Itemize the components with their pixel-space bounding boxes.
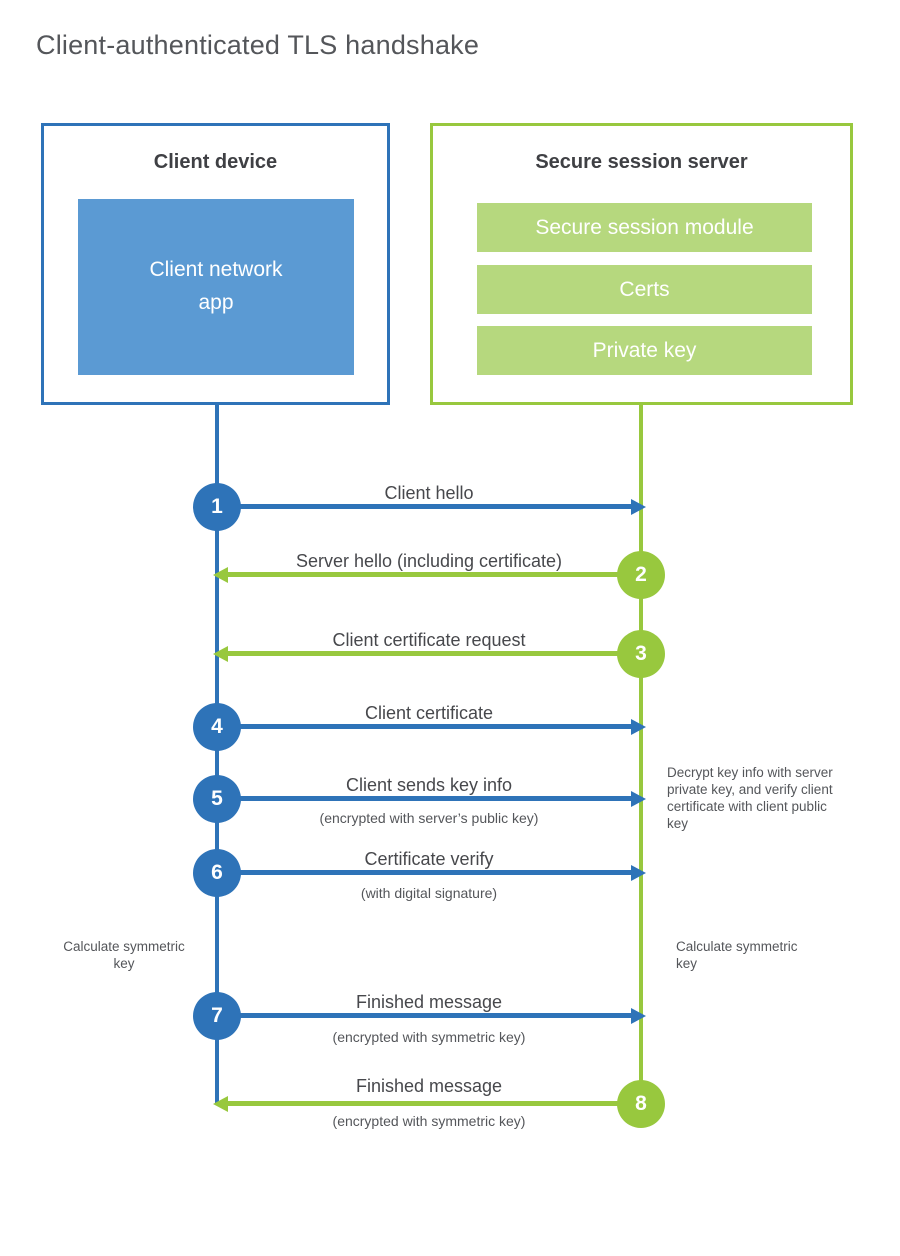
client-lifeline bbox=[215, 405, 219, 1103]
step-5-arrow bbox=[217, 796, 633, 801]
calculate-symmetric-key-client-note: Calculate symmetric key bbox=[63, 939, 185, 971]
step-8-label: Finished message bbox=[355, 1076, 503, 1096]
step-4-arrowhead-icon bbox=[631, 719, 646, 735]
secure-session-server-title: Secure session server bbox=[535, 151, 748, 173]
step-5-arrowhead-icon bbox=[631, 791, 646, 807]
step-3-label: Client certificate request bbox=[332, 630, 526, 650]
step-8-sublabel: (encrypted with symmetric key) bbox=[332, 1113, 526, 1129]
step-6-arrowhead-icon bbox=[631, 865, 646, 881]
step-7-circle: 7 bbox=[193, 992, 241, 1040]
step-1-circle: 1 bbox=[193, 483, 241, 531]
private-key-bar: Private key bbox=[477, 326, 812, 375]
step-2-label: Server hello (including certificate) bbox=[295, 551, 563, 571]
step-4-arrow bbox=[217, 724, 633, 729]
client-device-box: Client device Client network app bbox=[41, 123, 390, 405]
step-5-circle: 5 bbox=[193, 775, 241, 823]
step-2-circle: 2 bbox=[617, 551, 665, 599]
step-7-arrow bbox=[217, 1013, 633, 1018]
client-network-app-module: Client network app bbox=[78, 199, 354, 375]
step-7-label: Finished message bbox=[355, 992, 503, 1012]
decrypt-key-note: Decrypt key info with server private key… bbox=[667, 765, 833, 831]
step-5-label: Client sends key info bbox=[345, 775, 513, 795]
secure-session-server-box: Secure session server Secure session mod… bbox=[430, 123, 853, 405]
certs-bar: Certs bbox=[477, 265, 812, 314]
step-2-arrow bbox=[227, 572, 641, 577]
step-1-arrowhead-icon bbox=[631, 499, 646, 515]
step-8-arrow bbox=[227, 1101, 641, 1106]
client-network-app-label: Client network app bbox=[149, 258, 283, 314]
server-lifeline bbox=[639, 405, 643, 1105]
step-5-sublabel: (encrypted with server’s public key) bbox=[319, 810, 539, 826]
step-6-sublabel: (with digital signature) bbox=[360, 885, 498, 901]
step-2-arrowhead-icon bbox=[213, 567, 228, 583]
step-6-label: Certificate verify bbox=[364, 849, 494, 869]
step-7-sublabel: (encrypted with symmetric key) bbox=[332, 1029, 526, 1045]
page-title: Client-authenticated TLS handshake bbox=[36, 30, 480, 60]
step-8-arrowhead-icon bbox=[213, 1096, 228, 1112]
step-7-arrowhead-icon bbox=[631, 1008, 646, 1024]
step-1-arrow bbox=[217, 504, 633, 509]
client-device-title: Client device bbox=[153, 151, 278, 173]
step-1-label: Client hello bbox=[384, 483, 474, 503]
step-3-circle: 3 bbox=[617, 630, 665, 678]
step-3-arrow bbox=[227, 651, 641, 656]
step-6-arrow bbox=[217, 870, 633, 875]
step-8-circle: 8 bbox=[617, 1080, 665, 1128]
step-4-label: Client certificate bbox=[364, 703, 494, 723]
step-4-circle: 4 bbox=[193, 703, 241, 751]
secure-session-module-bar: Secure session module bbox=[477, 203, 812, 252]
calculate-symmetric-key-server-note: Calculate symmetric key bbox=[676, 939, 798, 971]
step-6-circle: 6 bbox=[193, 849, 241, 897]
step-3-arrowhead-icon bbox=[213, 646, 228, 662]
